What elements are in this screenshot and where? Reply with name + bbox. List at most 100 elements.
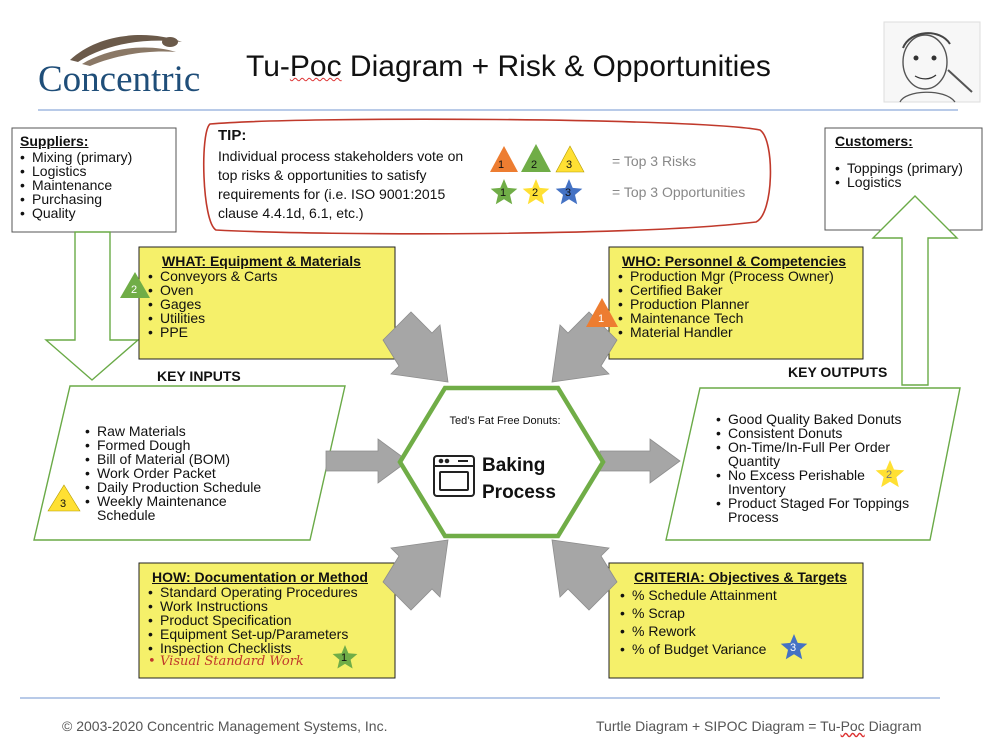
list-item: Material Handler (618, 325, 846, 339)
list-item: On-Time/In-Full Per Order Quantity (716, 440, 913, 468)
what-risk-marker-icon (120, 272, 150, 298)
criteria-panel: CRITERIA: Objectives & Targets % Schedul… (620, 569, 847, 658)
list-item: Production Mgr (Process Owner) (618, 269, 846, 283)
how-opportunity-marker-number: 1 (341, 652, 348, 664)
list-item: Product Specification (148, 613, 368, 627)
opportunity-marker-1-icon (490, 179, 518, 205)
process-to-output-arrow (599, 438, 681, 484)
list-item: Standard Operating Procedures (148, 585, 368, 599)
tip-body: Individual process stakeholders vote on … (218, 148, 464, 221)
who-risk-marker-icon (586, 298, 618, 327)
list-item: Logistics (835, 175, 963, 189)
who-to-process-arrow (551, 311, 618, 383)
list-item: % Scrap (620, 604, 847, 622)
list-item: Good Quality Baked Donuts (716, 412, 916, 426)
risk-marker-1-icon (490, 146, 518, 172)
process-name-line-2: Process (482, 482, 556, 503)
what-risk-marker-number: 2 (131, 284, 138, 296)
list-item: Production Planner (618, 297, 846, 311)
opportunity-marker-2-icon (522, 179, 550, 205)
who-heading: WHO: Personnel & Competencies (622, 253, 847, 269)
list-item: PPE (148, 325, 361, 339)
who-risk-marker-number: 1 (598, 313, 605, 325)
process-name-line-1: Baking (482, 455, 546, 476)
list-item: Oven (148, 283, 361, 297)
list-item-highlight: Visual Standard Work (148, 655, 368, 670)
how-heading: HOW: Documentation or Method (152, 569, 368, 585)
process-hexagon (397, 385, 606, 539)
list-item: Purchasing (20, 192, 132, 206)
outputs-opportunity-marker-number: 2 (886, 469, 893, 481)
who-panel: WHO: Personnel & Competencies Production… (618, 253, 846, 339)
footer-tagline-suffix: Diagram (864, 718, 922, 734)
key-outputs-label: KEY OUTPUTS (788, 364, 888, 380)
key-inputs-label: KEY INPUTS (157, 368, 241, 384)
list-item: Utilities (148, 311, 361, 325)
list-item: Bill of Material (BOM) (85, 452, 315, 466)
opportunity-marker-3-icon (555, 179, 583, 205)
what-list: Conveyors & Carts Oven Gages Utilities P… (148, 269, 361, 339)
opportunity-marker-2-number: 2 (532, 187, 539, 199)
inputs-risk-marker-number: 3 (60, 498, 67, 510)
list-item: Conveyors & Carts (148, 269, 361, 283)
customers-panel: Customers: Toppings (primary) Logistics (835, 133, 963, 189)
opportunities-legend-label: = Top 3 Opportunities (612, 184, 746, 200)
list-item: Daily Production Schedule (85, 480, 315, 494)
tip-outline (203, 118, 772, 235)
risk-marker-3-number: 3 (566, 159, 573, 171)
title-prefix: Tu- (246, 50, 290, 83)
criteria-opportunity-marker-number: 3 (790, 642, 797, 654)
key-outputs-list: Good Quality Baked Donuts Consistent Don… (716, 412, 916, 524)
list-item: Quality (20, 206, 132, 220)
list-item: % Rework (620, 622, 847, 640)
suppliers-down-arrow (44, 231, 140, 381)
risk-marker-1-number: 1 (498, 159, 505, 171)
title-squiggle-word: Poc (289, 50, 342, 83)
suppliers-heading: Suppliers: (20, 133, 89, 149)
list-item: Work Order Packet (85, 466, 315, 480)
footer-copyright: © 2003-2020 Concentric Management System… (62, 718, 388, 734)
page-title: Tu-Poc Diagram + Risk & Opportunities (246, 50, 771, 84)
opportunity-marker-1-number: 1 (500, 187, 507, 199)
list-item: % of Budget Variance (620, 640, 847, 658)
key-inputs-list: Raw Materials Formed Dough Bill of Mater… (85, 424, 315, 522)
criteria-to-process-arrow (551, 539, 618, 611)
list-item: Logistics (20, 164, 132, 178)
risks-legend-label: = Top 3 Risks (612, 153, 697, 169)
what-panel: WHAT: Equipment & Materials Conveyors & … (148, 253, 361, 339)
list-item: No Excess Perishable Inventory (716, 468, 878, 496)
tip-title: TIP: (218, 127, 247, 144)
list-item: Equipment Set-up/Parameters (148, 627, 368, 641)
suppliers-panel: Suppliers: Mixing (primary) Logistics Ma… (20, 133, 132, 220)
list-item: Formed Dough (85, 438, 315, 452)
customers-heading: Customers: (835, 133, 913, 149)
list-item: Inspection Checklists (148, 641, 368, 655)
footer-tagline-squiggle: Poc (840, 718, 865, 734)
suppliers-list: Mixing (primary) Logistics Maintenance P… (20, 150, 132, 220)
input-to-process-arrow (325, 438, 409, 484)
list-item: Product Staged For Toppings Process (716, 496, 928, 524)
who-list: Production Mgr (Process Owner) Certified… (618, 269, 846, 339)
list-item: Toppings (primary) (835, 161, 963, 175)
list-item: % Schedule Attainment (620, 586, 847, 604)
list-item: Raw Materials (85, 424, 315, 438)
how-list: Standard Operating Procedures Work Instr… (148, 585, 368, 669)
footer-tagline-prefix: Turtle Diagram + SIPOC Diagram = Tu- (596, 718, 841, 734)
list-item: Consistent Donuts (716, 426, 916, 440)
how-to-process-arrow (382, 539, 449, 611)
list-item: Maintenance (20, 178, 132, 192)
customers-up-arrow (871, 195, 959, 386)
what-to-process-arrow (382, 311, 449, 383)
risk-marker-2-number: 2 (531, 159, 538, 171)
title-suffix: Diagram + Risk & Opportunities (341, 50, 771, 83)
criteria-heading: CRITERIA: Objectives & Targets (634, 569, 847, 585)
list-item: Gages (148, 297, 361, 311)
oven-icon (433, 455, 475, 497)
how-panel: HOW: Documentation or Method Standard Op… (148, 569, 368, 669)
process-subtitle: Ted’s Fat Free Donuts: (449, 415, 561, 427)
footer-tagline: Turtle Diagram + SIPOC Diagram = Tu-Poc … (596, 718, 921, 734)
list-item: Maintenance Tech (618, 311, 846, 325)
inputs-risk-marker-icon (47, 484, 81, 512)
what-heading: WHAT: Equipment & Materials (162, 253, 361, 269)
process-name: Baking Process (482, 452, 556, 506)
